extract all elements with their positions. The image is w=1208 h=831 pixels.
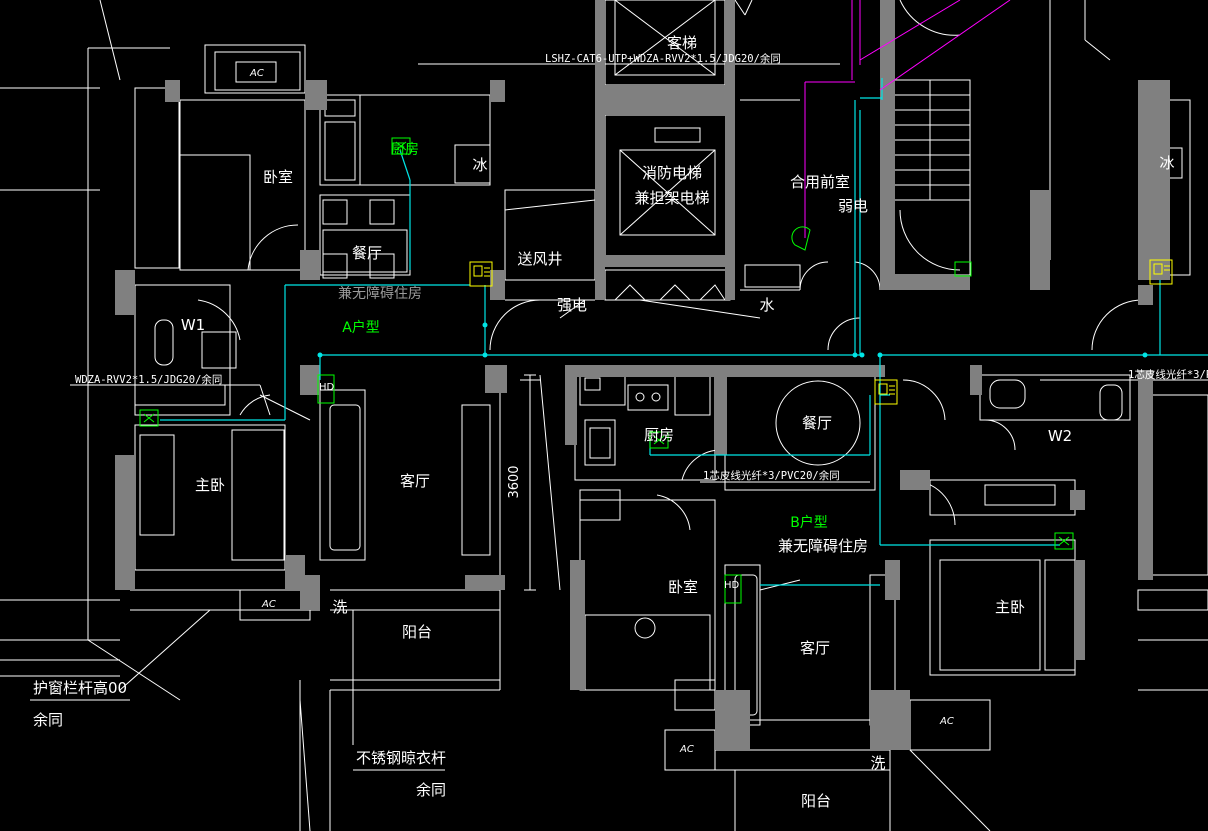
wiring-cyan: [160, 78, 1208, 586]
label-b-unit-type: B户型: [790, 514, 828, 531]
note-window-rail: 护窗栏杆高00: [33, 679, 127, 697]
cable-label-left: WDZA-RVV2*1.5/JDG20/余同: [75, 373, 222, 386]
label-b-wc: W2: [1048, 427, 1072, 445]
label-a-bedroom: 卧室: [263, 168, 293, 186]
walls: [115, 0, 1170, 750]
label-b-dining: 餐厅: [802, 414, 832, 432]
label-a-dining: 餐厅: [352, 244, 382, 262]
label-ac-top: AC: [249, 68, 264, 79]
label-b-kitchen: 厨房: [644, 426, 674, 444]
label-a-balcony: 阳台: [402, 623, 432, 641]
cable-label-top: LSHZ-CAT6-UTP+WDZA-RVV2*1.5/JDG20/余同: [545, 52, 781, 65]
label-passenger-elevator: 客梯: [667, 34, 697, 52]
telecom-box-right: [1149, 259, 1173, 285]
data-outlet-symbols: [139, 137, 1074, 604]
label-shared-lobby: 合用前室: [790, 173, 850, 191]
label-a-wc: W1: [181, 316, 205, 334]
label-a-unit-type: A户型: [342, 319, 380, 336]
label-weak-current: 弱电: [838, 197, 868, 215]
wiring-magenta: [804, 0, 1011, 238]
telecom-box-a: [469, 261, 493, 287]
label-a-wash: 洗: [332, 598, 347, 616]
label-b-wash: 洗: [870, 754, 885, 772]
label-b-master-bedroom: 主卧: [995, 598, 1025, 616]
label-fire-elevator: 消防电梯: [642, 164, 702, 182]
label-air-shaft: 送风井: [517, 250, 562, 268]
label-stretcher-elevator: 兼担架电梯: [634, 189, 709, 207]
label-hd-a: HD: [319, 382, 335, 393]
label-b-barrier-free: 兼无障碍住房: [778, 537, 868, 555]
label-a-living: 客厅: [400, 472, 430, 490]
label-ac-a: AC: [261, 599, 276, 610]
label-a-barrier-free: 兼无障碍住房: [338, 286, 422, 302]
note-same-2: 余同: [416, 781, 446, 799]
wiring-nodes: [317, 322, 1148, 358]
label-hd-b: HD: [724, 580, 740, 591]
label-b-living: 客厅: [800, 639, 830, 657]
label-b-bedroom: 卧室: [668, 578, 698, 596]
note-rack: 不锈钢晾衣杆: [356, 749, 446, 767]
label-ac-b: AC: [679, 744, 694, 755]
dimension-3600: 3600: [507, 465, 522, 498]
cable-label-middle: 1芯皮线光纤*3/PVC20/余同: [703, 469, 840, 482]
label-ac-b2: AC: [939, 716, 954, 727]
label-strong-current: 强电: [557, 296, 587, 314]
label-a-kitchen: 厨房: [391, 142, 419, 158]
cable-label-right: 1芯皮线光纤*3/P: [1128, 368, 1208, 381]
label-fridge-right: 冰: [1159, 154, 1174, 172]
telecom-box-b: [874, 379, 898, 405]
label-b-balcony: 阳台: [801, 792, 831, 810]
label-fridge-a: 冰: [472, 156, 487, 174]
label-a-master-bedroom: 主卧: [195, 476, 225, 494]
label-water: 水: [759, 296, 774, 314]
note-same-1: 余同: [33, 711, 63, 729]
